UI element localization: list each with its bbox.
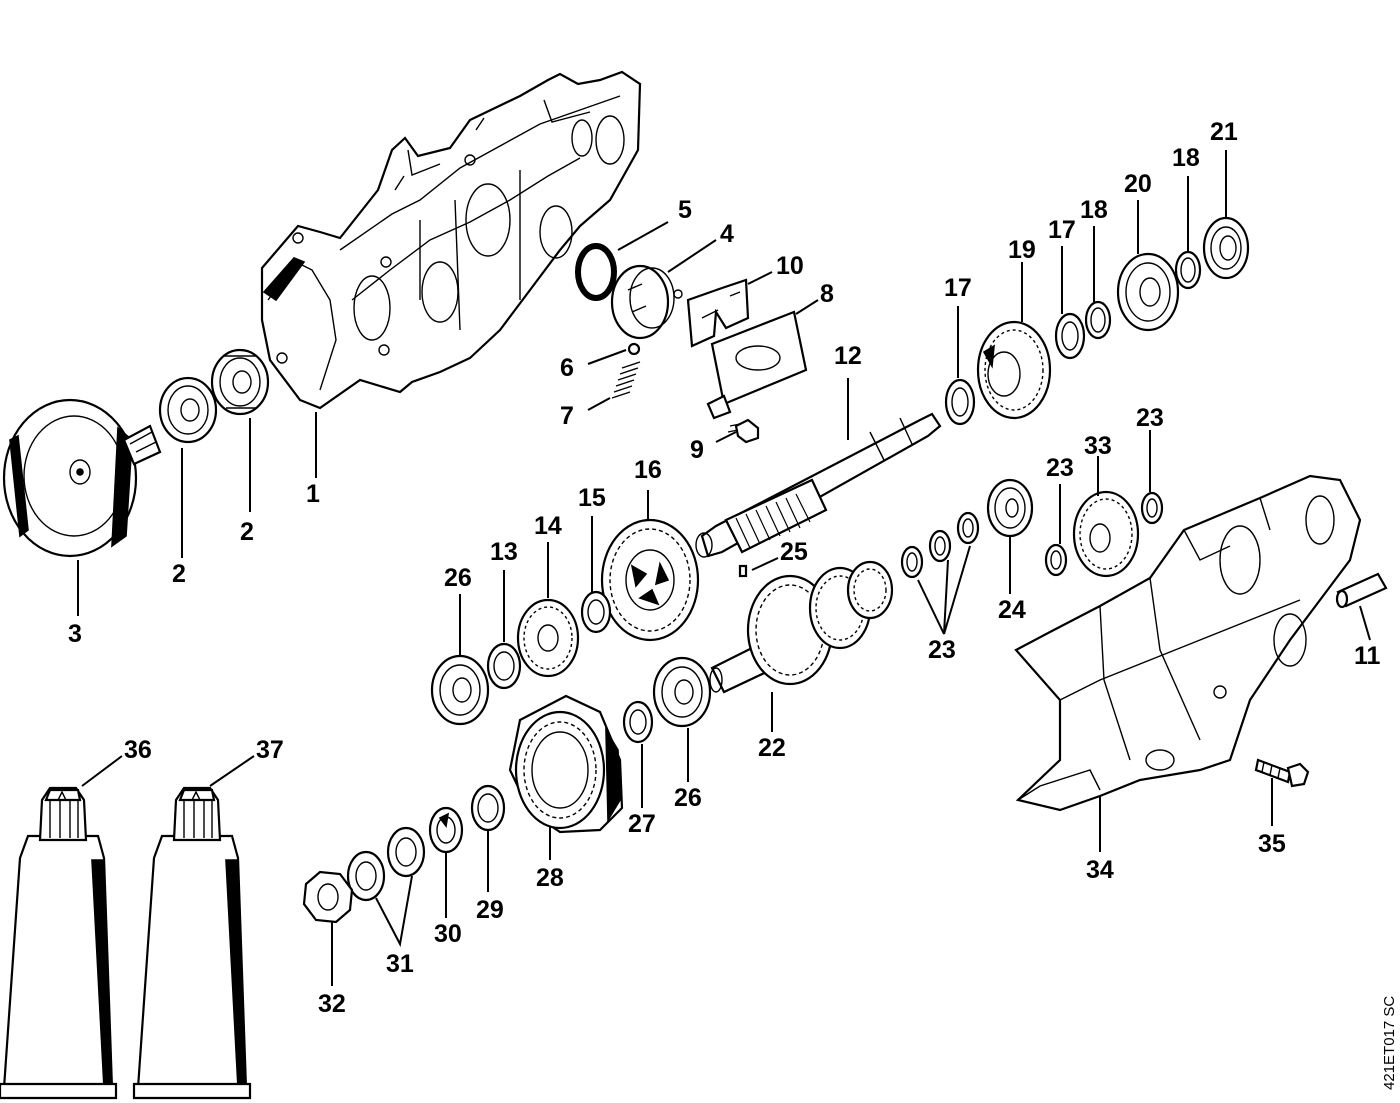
hex-screw-9 (727, 418, 760, 444)
callout-27: 27 (628, 810, 656, 838)
drive-gear-19 (976, 320, 1052, 420)
callout-32: 32 (318, 990, 346, 1018)
callout-13: 13 (490, 538, 518, 566)
retaining-plate (706, 310, 808, 420)
callout-31: 31 (386, 950, 414, 978)
large-spur-gear (600, 518, 700, 642)
circlip-18a (1084, 300, 1112, 340)
callout-18b: 18 (1172, 144, 1200, 172)
callout-20: 20 (1124, 170, 1152, 198)
ball-bearing-24 (986, 478, 1034, 538)
callout-34: 34 (1086, 856, 1114, 884)
callout-2a: 2 (172, 560, 186, 588)
callout-23a: 23 (928, 636, 956, 664)
ball-bearing-26a (430, 654, 490, 726)
callout-14: 14 (534, 512, 562, 540)
circlip-18b (1174, 250, 1202, 290)
pinion-gear-33 (1072, 490, 1140, 578)
callout-22: 22 (758, 734, 786, 762)
callout-3: 3 (68, 620, 82, 648)
callout-21: 21 (1210, 118, 1238, 146)
callout-36: 36 (124, 736, 152, 764)
callout-19: 19 (1008, 236, 1036, 264)
callout-5: 5 (678, 196, 692, 224)
detent-ball (627, 342, 641, 356)
shaft-seal (1202, 216, 1250, 280)
callout-9: 9 (690, 436, 704, 464)
callout-labels: 1 2 2 3 4 5 6 7 8 9 10 11 12 13 14 15 16… (68, 118, 1398, 1090)
callout-17b: 17 (1048, 216, 1076, 244)
thrust-washer-27 (622, 700, 654, 744)
woodruff-key (738, 564, 748, 578)
callout-26a: 26 (444, 564, 472, 592)
compression-spring (611, 361, 641, 399)
gearbox-housing-left (260, 70, 642, 410)
ball-bearing-2a (210, 348, 270, 416)
clutch-drum (2, 398, 162, 558)
gearbox-housing-right (1014, 474, 1362, 812)
callout-30: 30 (434, 920, 462, 948)
shim-washers-23 (900, 511, 980, 579)
hex-nut (302, 870, 354, 924)
callout-4: 4 (720, 220, 734, 248)
dowel-pin (1335, 572, 1388, 609)
shim-washer-23b (1044, 543, 1068, 577)
leader-lines (77, 150, 1371, 986)
callout-1: 1 (306, 480, 320, 508)
callout-6: 6 (560, 354, 574, 382)
callout-11: 11 (1354, 642, 1381, 670)
shim-washer-23c (1140, 491, 1164, 525)
callout-15: 15 (578, 484, 606, 512)
callout-7: 7 (560, 402, 574, 430)
thrust-washer-15 (580, 590, 612, 634)
ball-bearing-26b (652, 656, 712, 728)
callout-8: 8 (820, 280, 834, 308)
thrust-washer-17a (944, 378, 976, 426)
ball-bearing-2b (158, 376, 218, 444)
spring-clip (686, 278, 750, 348)
grease-tube-37 (132, 786, 252, 1100)
callout-26b: 26 (674, 784, 702, 812)
callout-33: 33 (1084, 432, 1112, 460)
thrust-washer-17b (1054, 312, 1086, 360)
drawing-code: 421ET017 SC (1381, 996, 1398, 1090)
thrust-washer-13 (486, 642, 522, 690)
hex-screw-35 (1254, 758, 1310, 788)
callout-23b: 23 (1046, 454, 1074, 482)
callout-17a: 17 (944, 274, 972, 302)
callout-37: 37 (256, 736, 284, 764)
callout-25: 25 (780, 538, 808, 566)
grease-tube-36 (0, 786, 118, 1100)
callout-18a: 18 (1080, 196, 1108, 224)
callout-10: 10 (776, 252, 804, 280)
drive-shaft (695, 412, 942, 558)
callout-28: 28 (536, 864, 564, 892)
callout-23c: 23 (1136, 404, 1164, 432)
callout-2b: 2 (240, 518, 254, 546)
callout-35: 35 (1258, 830, 1286, 858)
cam-rotor (610, 264, 683, 340)
ball-bearing-20 (1116, 252, 1180, 332)
intermediate-gear-shaft (709, 560, 894, 694)
small-spur-gear (516, 598, 580, 678)
callout-29: 29 (476, 896, 504, 924)
washer-pair-31 (346, 826, 426, 902)
internal-ring-gear (508, 694, 624, 834)
callout-24: 24 (998, 596, 1026, 624)
o-ring (575, 243, 617, 301)
callout-16: 16 (634, 456, 662, 484)
callout-12: 12 (834, 342, 862, 370)
washer-29 (470, 784, 506, 832)
circlip-30 (428, 806, 464, 854)
